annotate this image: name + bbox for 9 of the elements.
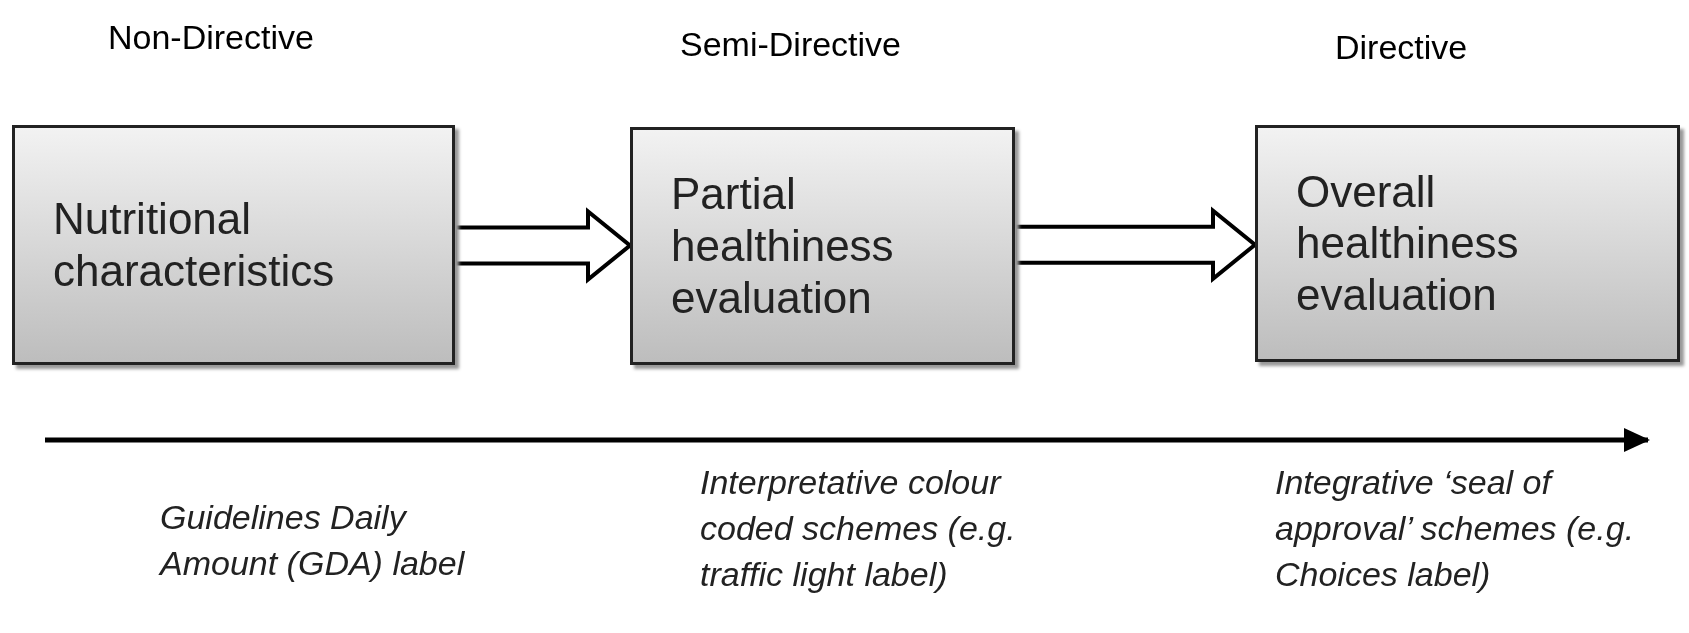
box-text: Nutritional characteristics bbox=[53, 193, 336, 297]
column-heading: Directive bbox=[1335, 28, 1468, 67]
example-note: Integrative ‘seal of approval’ schemes (e.g. Choices label) bbox=[1275, 462, 1636, 595]
example-note: Interpretative colour coded schemes (e.g. traffic light label) bbox=[700, 462, 1017, 595]
column-heading: Semi-Directive bbox=[680, 25, 902, 64]
box-text: Overall healthiness evaluation bbox=[1296, 165, 1520, 322]
example-note: Guidelines Daily Amount (GDA) label bbox=[160, 497, 466, 584]
box-text: Partial healthiness evaluation bbox=[671, 168, 895, 324]
column-heading: Non-Directive bbox=[108, 18, 314, 57]
